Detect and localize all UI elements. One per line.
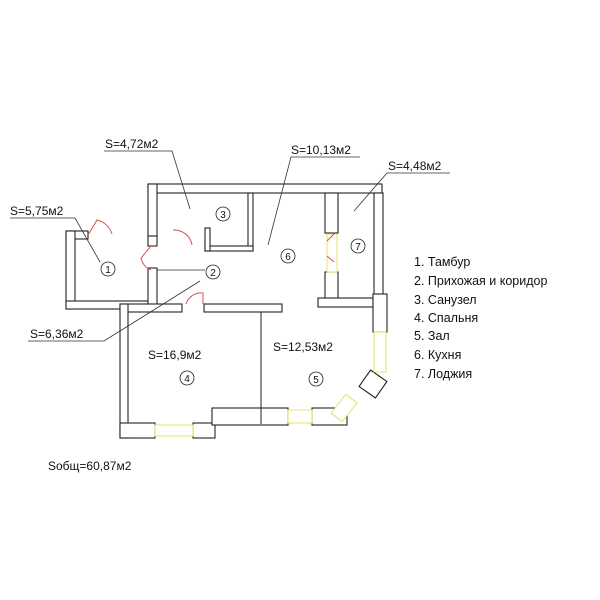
door-tambour: [140, 245, 152, 271]
wall-corridor-bottom-b: [203, 303, 283, 313]
svg-text:2: 2: [210, 268, 216, 279]
room-markers: 1 2 3 4 5 6 7: [100, 206, 366, 387]
area-label-6: S=10,13м2: [291, 143, 351, 157]
legend-item-5: 5. Зал: [414, 329, 450, 343]
area-labels: S=4,72м2 S=10,13м2 S=4,48м2 S=5,75м2 S=6…: [10, 137, 442, 362]
wall-left-upper: [147, 183, 158, 241]
area-label-2: S=6,36м2: [30, 327, 84, 341]
svg-text:3: 3: [220, 210, 226, 221]
wall-bath-right: [247, 192, 254, 252]
wall-bedroom-bottom-a: [119, 422, 156, 439]
area-label-5: S=12,53м2: [273, 340, 333, 354]
room-marker-5: 5: [308, 371, 324, 387]
room-marker-7: 7: [350, 238, 366, 254]
door-entrance: [87, 219, 113, 236]
area-label-3: S=4,72м2: [105, 137, 159, 151]
wall-tambour-right: [147, 267, 158, 310]
windows: [154, 233, 387, 437]
svg-text:7: 7: [355, 242, 361, 253]
partitions: [157, 269, 262, 424]
leaders: [10, 150, 450, 342]
wall-right-upper: [372, 293, 388, 333]
doors: [87, 219, 335, 305]
svg-text:1: 1: [105, 265, 111, 276]
svg-text:5: 5: [313, 375, 319, 386]
svg-text:6: 6: [285, 252, 291, 263]
walls: [65, 183, 388, 439]
wall-bedroom-left: [119, 303, 129, 439]
legend-item-3: 3. Санузел: [414, 293, 477, 307]
legend-item-7: 7. Лоджия: [414, 367, 472, 381]
leader-a7: [353, 172, 450, 212]
window-hall: [287, 409, 313, 424]
leader-a2: [28, 280, 201, 342]
door-bedroom: [185, 292, 204, 305]
legend-item-4: 4. Спальня: [414, 311, 478, 325]
window-bay: [330, 393, 358, 423]
door-loggia: [326, 233, 335, 263]
wall-hall-bottom-a: [211, 407, 289, 426]
wall-top: [147, 183, 383, 194]
room-marker-3: 3: [215, 206, 231, 222]
area-label-1: S=5,75м2: [10, 204, 64, 218]
legend-item-6: 6. Кухня: [414, 348, 461, 362]
area-label-4: S=16,9м2: [148, 348, 202, 362]
total-area-label: Sобщ=60,87м2: [48, 459, 132, 473]
leader-a1: [10, 217, 101, 263]
wall-tambour-left: [65, 230, 76, 310]
door-bathroom: [172, 229, 193, 246]
wall-corridor-bottom-a: [119, 303, 183, 313]
leader-a6: [267, 156, 360, 246]
legend: 1. Тамбур 2. Прихожая и коридор 3. Сануз…: [414, 255, 547, 381]
wall-loggia-right: [373, 192, 384, 298]
wall-bath-left: [204, 227, 211, 252]
legend-item-1: 1. Тамбур: [414, 255, 470, 269]
leader-a3: [104, 150, 191, 210]
room-marker-2: 2: [205, 264, 221, 280]
window-bedroom: [154, 424, 194, 437]
area-label-7: S=4,48м2: [388, 159, 442, 173]
wall-tambour-right-stub: [147, 235, 158, 247]
window-right: [373, 331, 387, 373]
legend-item-2: 2. Прихожая и коридор: [414, 274, 547, 288]
room-marker-4: 4: [179, 370, 195, 386]
room-marker-1: 1: [100, 261, 116, 277]
window-loggia-door: [326, 233, 338, 273]
wall-loggia-inner-a: [324, 192, 339, 234]
wall-bay-corner: [358, 369, 388, 399]
room-marker-6: 6: [280, 248, 296, 264]
svg-text:4: 4: [184, 374, 190, 385]
wall-bath-bottom: [204, 245, 254, 252]
wall-loggia-sill: [317, 297, 374, 308]
